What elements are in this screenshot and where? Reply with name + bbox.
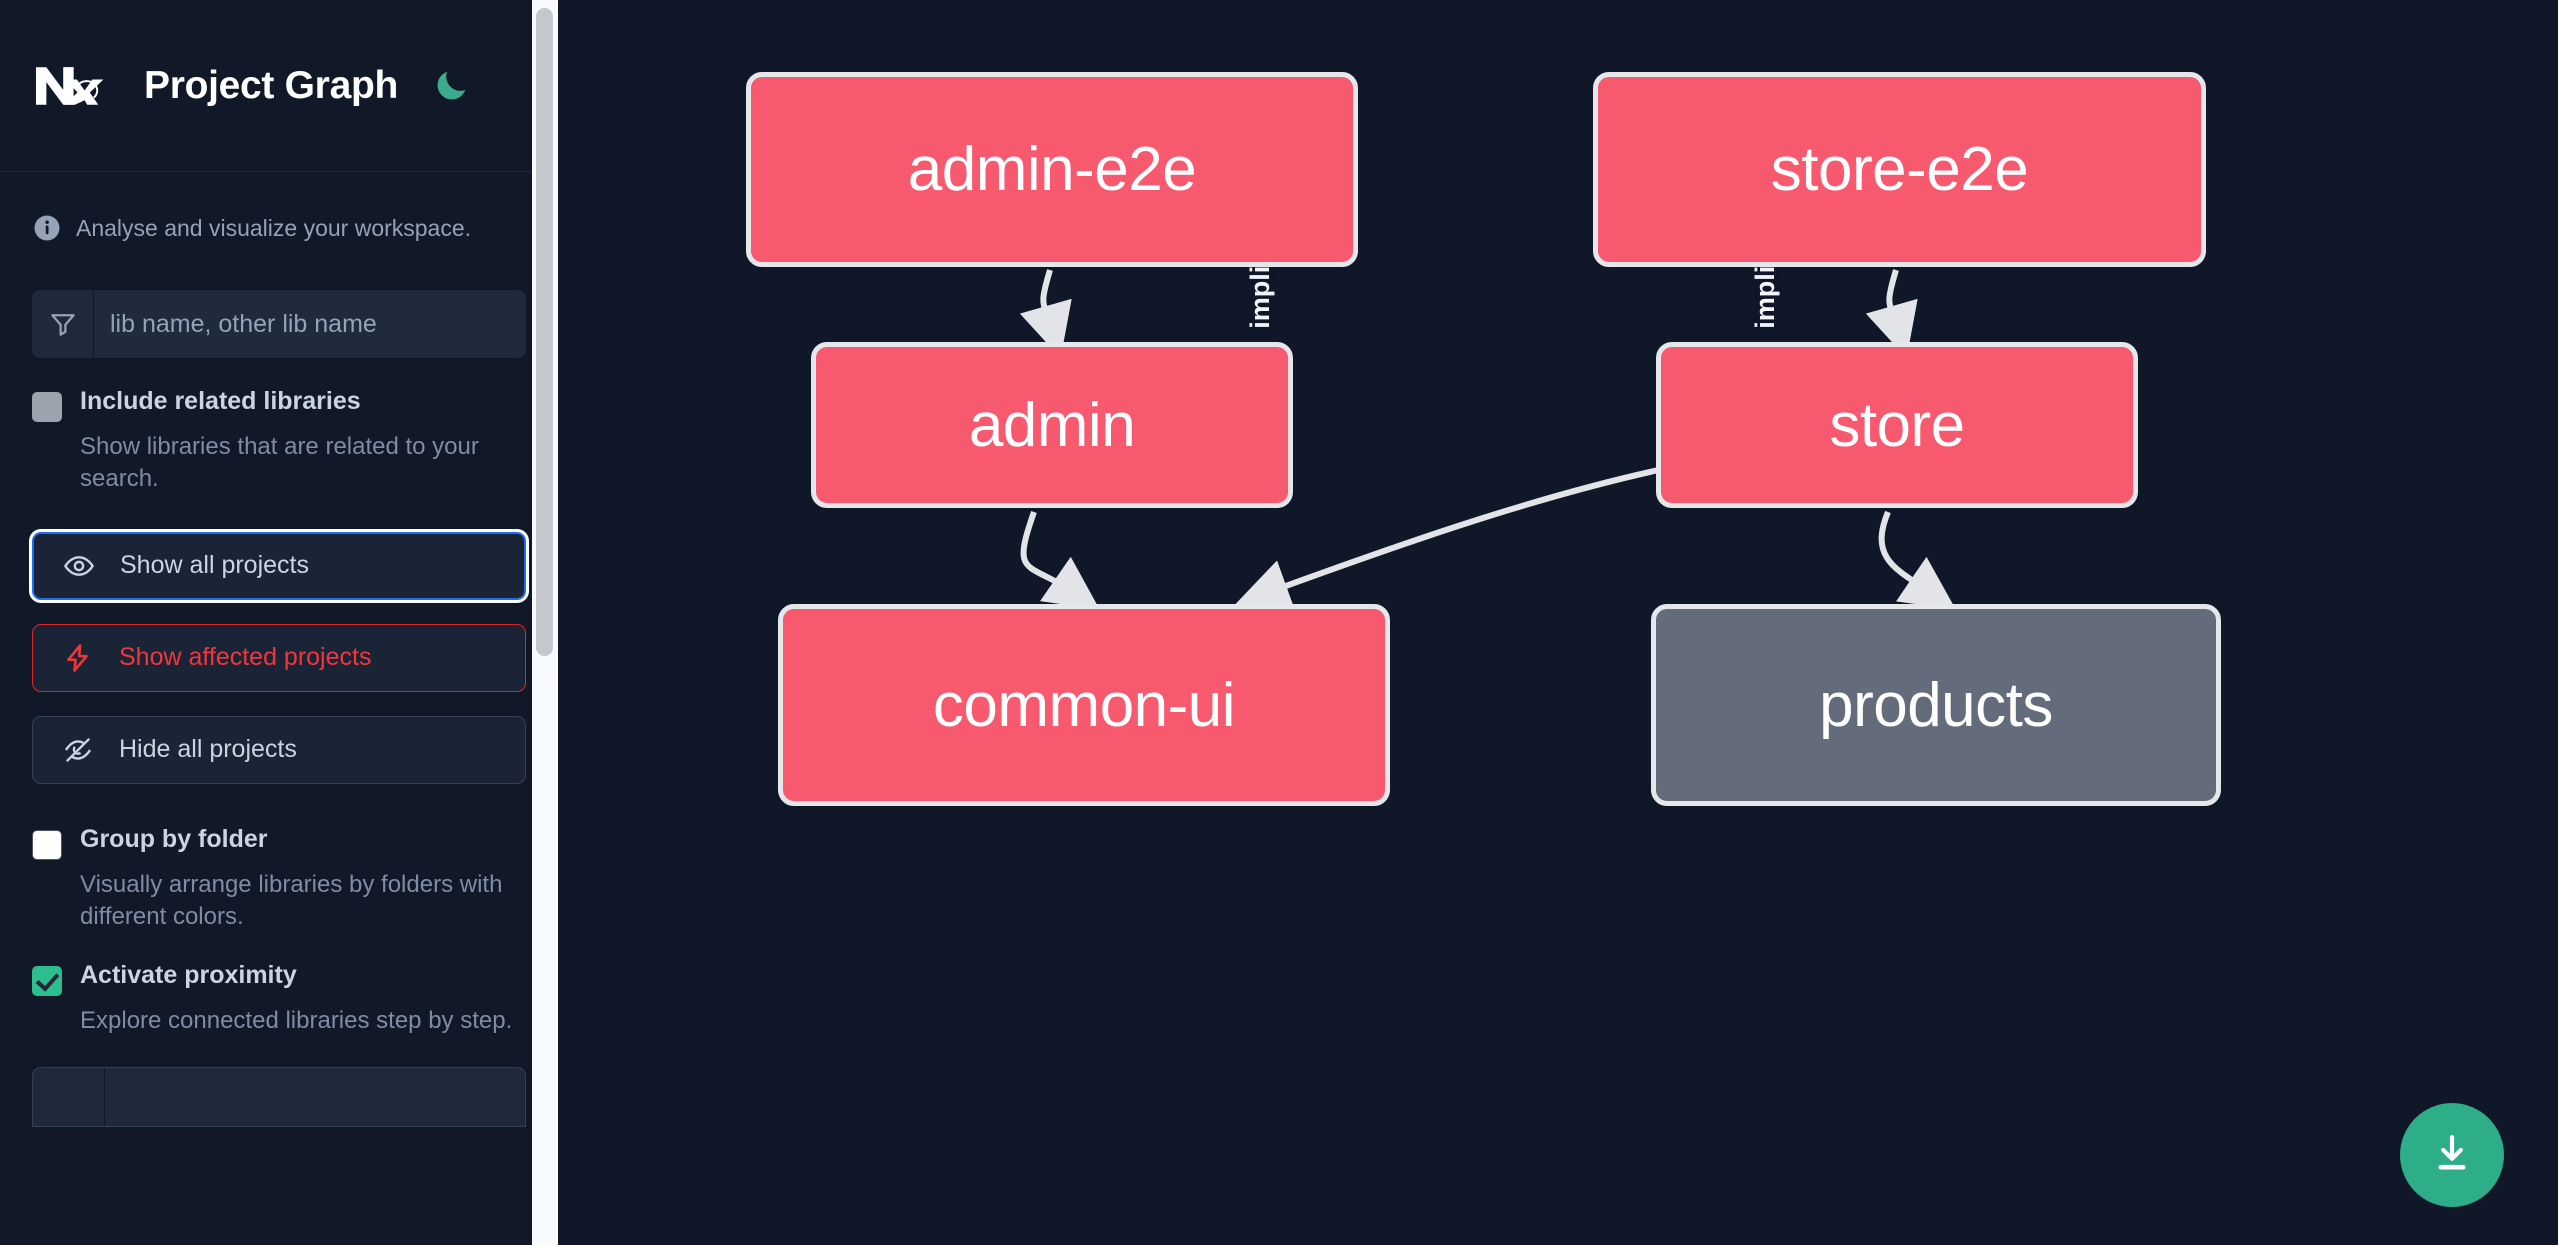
graph-node-admin-label: admin <box>968 390 1136 460</box>
sidebar: Project Graph Analyse and visualize your… <box>0 0 558 1245</box>
option-activate-proximity[interactable]: Activate proximity Explore connected lib… <box>0 934 558 1037</box>
activate-proximity-checkbox[interactable] <box>32 965 62 996</box>
edge-admin-e2e-to-admin <box>1019 269 1072 359</box>
page-title: Project Graph <box>144 63 398 107</box>
graph-node-admin-e2e[interactable]: admin-e2e <box>746 72 1358 267</box>
show-all-projects-label: Show all projects <box>120 551 309 580</box>
search-input[interactable] <box>94 290 526 358</box>
download-image-button[interactable] <box>2400 1103 2504 1207</box>
graph-node-store[interactable]: store <box>1656 342 2138 508</box>
sidebar-scrollbar-thumb[interactable] <box>536 8 553 656</box>
edge-store-to-products <box>1878 510 1956 610</box>
show-affected-projects-button[interactable]: Show affected projects <box>32 623 526 692</box>
group-by-folder-description: Visually arrange libraries by folders wi… <box>80 870 503 931</box>
option-include-related-libraries[interactable]: Include related libraries Show libraries… <box>0 358 558 496</box>
graph-node-products[interactable]: products <box>1651 604 2221 806</box>
eye-off-icon <box>61 733 95 767</box>
include-related-libraries-description: Show libraries that are related to your … <box>80 433 479 493</box>
search-bar[interactable] <box>32 290 526 358</box>
option-group-by-folder[interactable]: Group by folder Visually arrange librari… <box>0 808 558 934</box>
filter-icon <box>32 290 94 358</box>
proximity-stepper-partial[interactable] <box>32 1066 526 1127</box>
graph-node-common-ui[interactable]: common-ui <box>778 604 1390 806</box>
graph-node-store-label: store <box>1829 390 1965 460</box>
moon-icon[interactable] <box>430 65 472 107</box>
graph-node-store-e2e[interactable]: store-e2e <box>1593 72 2206 267</box>
activate-proximity-label: Activate proximity <box>80 960 297 989</box>
visibility-button-group: Show all projects Show affected projects <box>0 496 558 784</box>
download-icon <box>2428 1130 2476 1181</box>
group-by-folder-checkbox[interactable] <box>32 829 62 860</box>
info-icon <box>32 213 62 243</box>
group-by-folder-label: Group by folder <box>80 824 268 853</box>
activate-proximity-description: Explore connected libraries step by step… <box>80 1006 513 1034</box>
lightning-bolt-icon <box>61 641 95 675</box>
graph-node-admin[interactable]: admin <box>811 342 1293 508</box>
graph-node-admin-e2e-label: admin-e2e <box>907 135 1197 204</box>
sidebar-scrollbar-track[interactable] <box>532 0 558 1245</box>
graph-node-store-e2e-label: store-e2e <box>1770 135 2029 204</box>
edge-admin-to-common-ui <box>1020 511 1100 610</box>
graph-node-products-label: products <box>1819 670 2053 740</box>
nx-logo-icon <box>32 62 110 110</box>
hide-all-projects-button[interactable]: Hide all projects <box>32 715 526 784</box>
workspace-blurb-text: Analyse and visualize your workspace. <box>76 214 472 241</box>
show-all-projects-button[interactable]: Show all projects <box>32 531 526 600</box>
edge-store-to-common-ui <box>1235 465 1669 612</box>
sidebar-body: Analyse and visualize your workspace. In… <box>0 172 558 1127</box>
proximity-stepper-left-cell[interactable] <box>33 1067 105 1126</box>
include-related-libraries-label: Include related libraries <box>80 387 361 415</box>
graph-canvas[interactable]: implicit implicit admin-e2e store-e2e ad… <box>558 0 2558 1245</box>
hide-all-projects-label: Hide all projects <box>119 735 297 764</box>
sidebar-header: Project Graph <box>0 0 558 172</box>
edge-store-e2e-to-store <box>1865 269 1918 359</box>
include-related-libraries-checkbox[interactable] <box>32 392 62 422</box>
graph-node-common-ui-label: common-ui <box>932 670 1236 740</box>
workspace-blurb: Analyse and visualize your workspace. <box>0 172 558 252</box>
eye-icon <box>62 549 96 583</box>
show-affected-projects-label: Show affected projects <box>119 643 372 672</box>
